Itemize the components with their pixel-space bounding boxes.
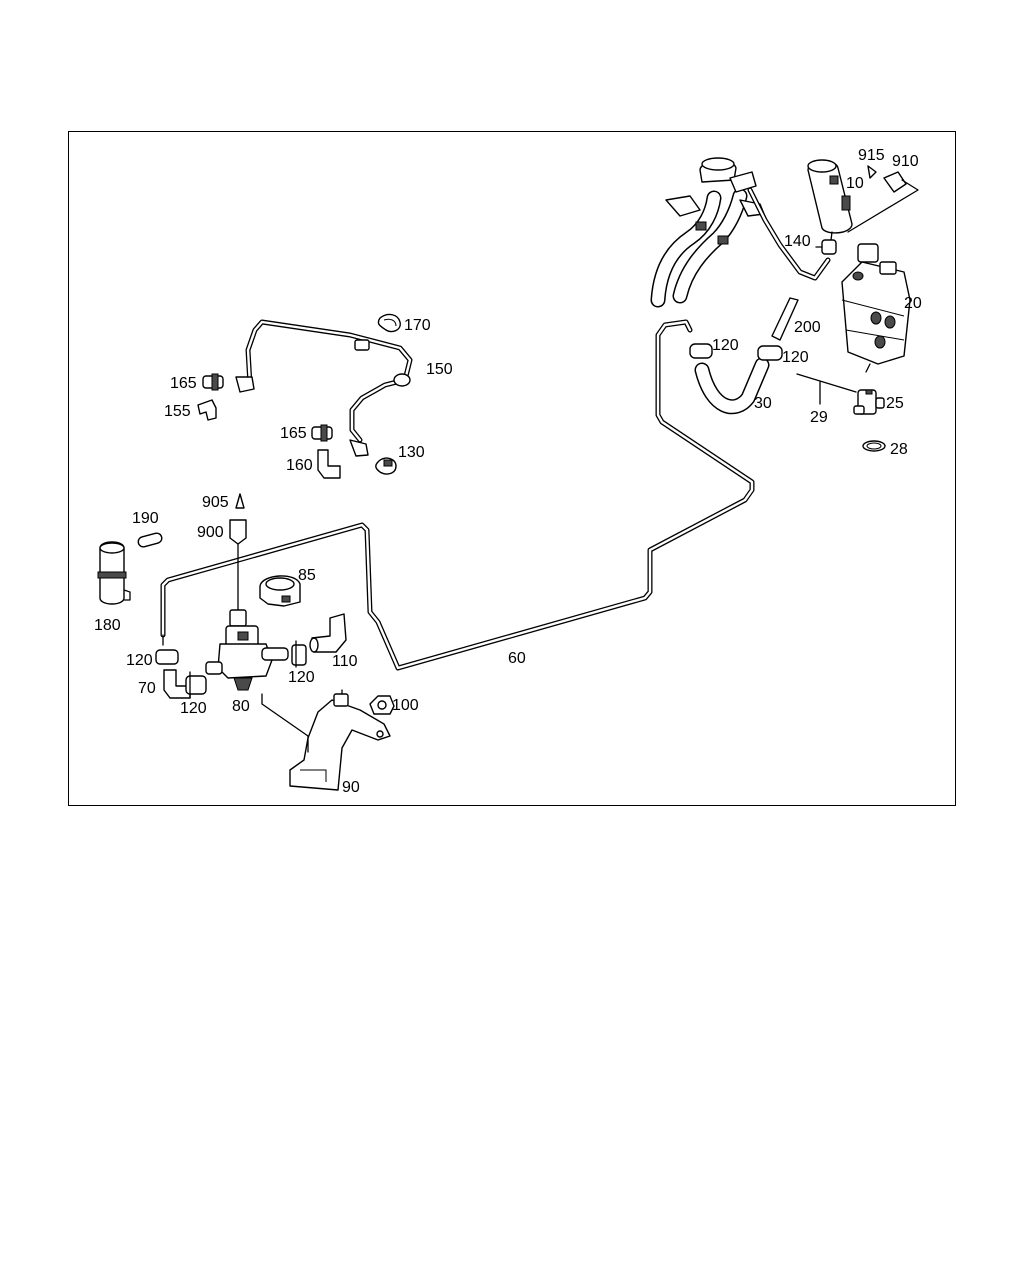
callout-80: 80 [232,698,250,715]
callout-100: 100 [392,697,419,714]
callout-120e: 120 [180,700,207,717]
leader-910 [847,179,919,233]
pipe-200 [771,297,799,341]
callout-160: 160 [286,457,313,474]
callout-28: 28 [890,441,908,458]
connector-900 [229,519,247,545]
intake-hoses [650,157,765,308]
pipe-60 [160,319,755,671]
elbow-155 [197,399,217,421]
canister-10 [807,159,853,249]
valve-25 [853,389,885,415]
callout-labels: 915 910 10 140 20 200 120 120 30 29 25 2… [94,147,922,796]
nut-100 [369,695,395,715]
callout-120d: 120 [126,652,153,669]
clamp-165a [202,373,224,391]
callout-70: 70 [138,680,156,697]
leader-80-90 [261,693,309,753]
clip-170 [377,313,401,333]
canister-20 [841,243,911,373]
callout-915: 915 [858,147,885,164]
callout-120c: 120 [288,669,315,686]
callout-30: 30 [754,395,772,412]
callout-110: 110 [332,653,358,670]
callout-25: 25 [886,395,904,412]
callout-905: 905 [202,494,229,511]
fitting-140 [815,239,837,255]
seal-28 [862,440,886,452]
callout-29: 29 [810,409,828,426]
callout-180: 180 [94,617,121,634]
clip-130 [375,457,397,475]
diagram-frame [68,131,956,806]
callout-200: 200 [794,319,821,336]
callout-140: 140 [784,233,811,250]
hose-30 [694,357,770,415]
callout-190: 190 [132,510,159,527]
canister-180 [97,541,131,605]
clamp-120e [185,671,207,699]
valve-80 [205,609,289,691]
callout-90: 90 [342,779,360,796]
callout-10: 10 [846,175,864,192]
cap-905 [235,493,245,509]
sensor-915 [867,165,877,179]
rod-29 [796,373,857,393]
callout-170: 170 [404,317,431,334]
elbow-160 [317,449,341,479]
callout-120a: 120 [712,337,739,354]
connector-910 [883,171,907,193]
clamp-120d [155,649,179,665]
callout-120b: 120 [782,349,809,366]
callout-155: 155 [164,403,191,420]
callout-165b: 165 [280,425,307,442]
clamp-120b [757,345,783,361]
callout-60: 60 [508,650,526,667]
clamp-120c [291,640,307,668]
vacuum-line-inner [748,188,830,280]
callout-130: 130 [398,444,425,461]
pipe-150 [245,319,413,443]
callout-165a: 165 [170,375,197,392]
pipe-190 [137,532,163,548]
clamp-120a [689,343,713,359]
pipe-150-fittings [235,339,411,457]
callout-20: 20 [904,295,922,312]
clamp-165b [311,424,333,442]
hose-110 [309,613,347,653]
bracket-90 [289,689,391,791]
callout-85: 85 [298,567,316,584]
callout-900: 900 [197,524,224,541]
callout-910: 910 [892,153,919,170]
callout-150: 150 [426,361,453,378]
bracket-85 [259,575,301,607]
